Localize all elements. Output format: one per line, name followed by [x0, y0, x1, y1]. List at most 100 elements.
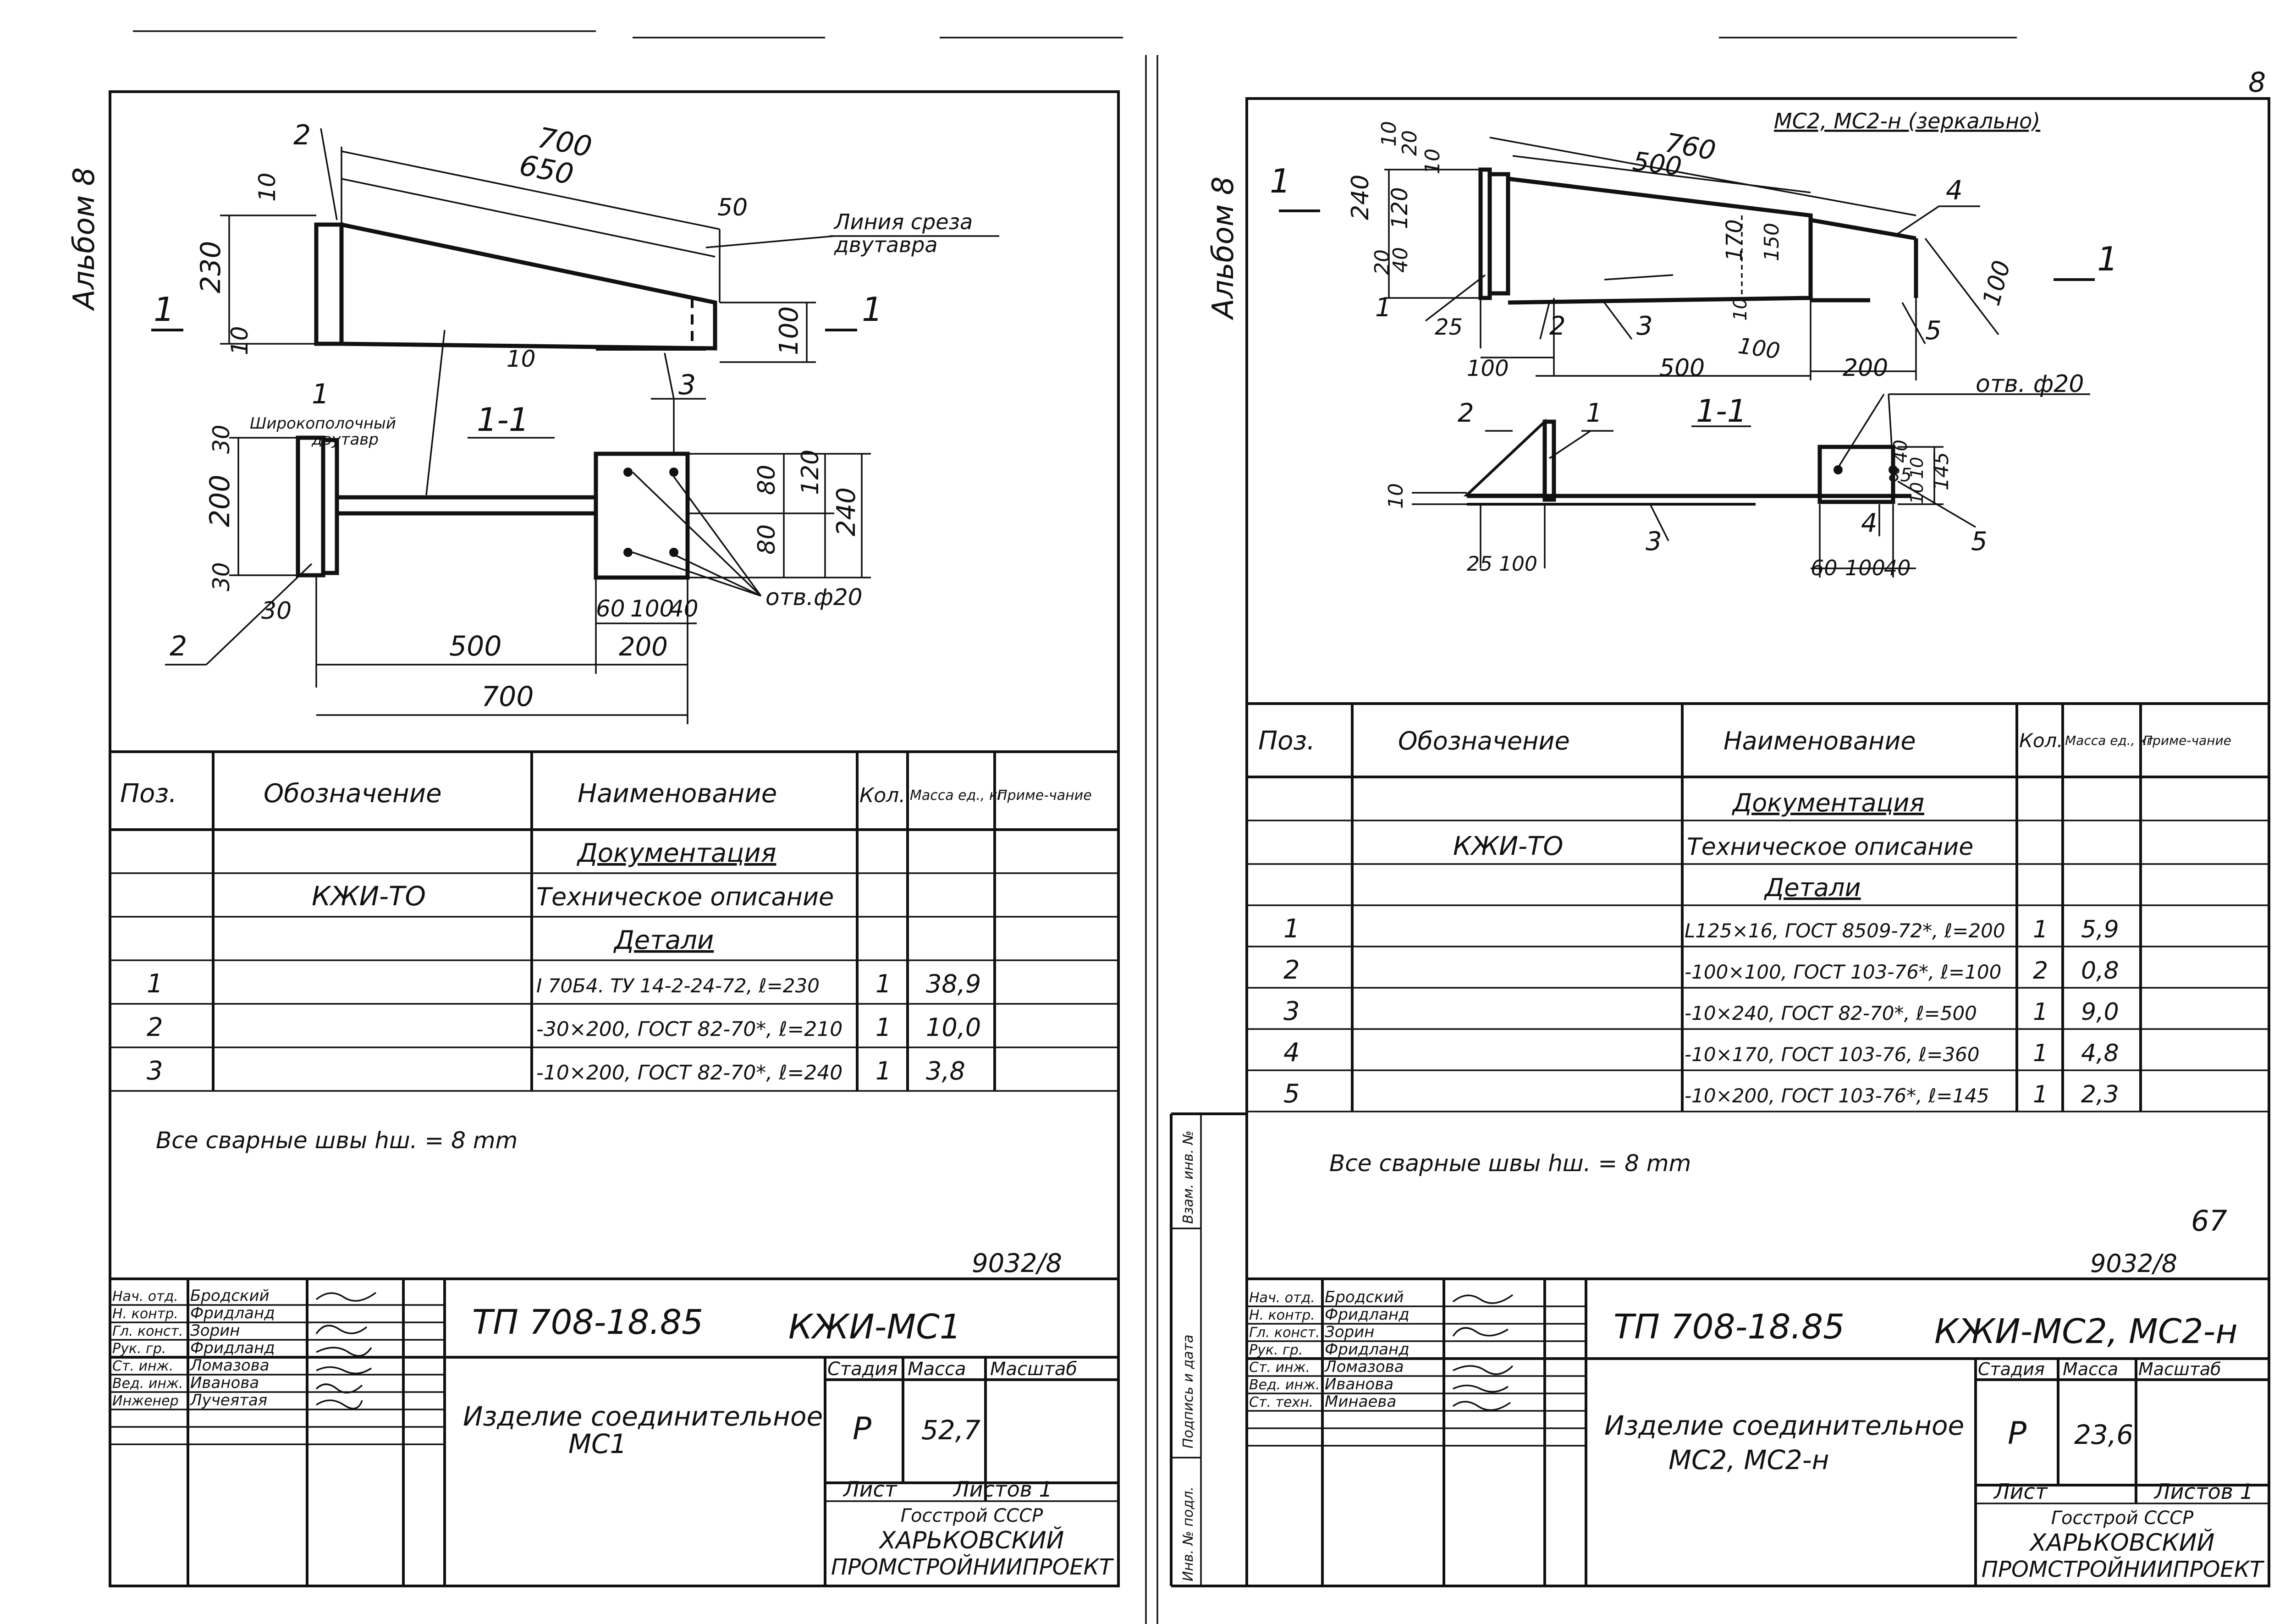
stamp-role: Ст. инж.	[1249, 1360, 1310, 1376]
table-cell-qty: 1	[875, 969, 891, 998]
right-dim-10-a: 10	[1377, 121, 1401, 147]
table-header-name: Наименование	[1723, 727, 1916, 755]
signature	[1453, 1384, 1509, 1393]
angle-1-section	[1542, 419, 1556, 502]
table-cell-mass: 4,8	[2081, 1040, 2119, 1067]
table-cell-pos: 3	[147, 1056, 163, 1086]
stamp-role: Инженер	[112, 1393, 179, 1409]
table-cell-mass: 5,9	[2081, 916, 2119, 943]
table-cell-name: -30×200, ГОСТ 82-70*, ℓ=210	[536, 1018, 842, 1041]
left-dim-120: 120	[797, 450, 824, 495]
left-cut-mark-left: 1	[154, 290, 175, 329]
table-header-note: Приме-чание	[997, 787, 1092, 804]
right-dim-500-bottom: 500	[1659, 354, 1705, 382]
left-dim-60: 60	[596, 595, 625, 622]
left-dim-30-bottom: 30	[208, 562, 235, 591]
right-drawing-title: МС2, МС2-н (зеркально)	[1774, 109, 2040, 133]
left-dim-30-top: 30	[208, 424, 235, 454]
right-mark-2: 2	[1549, 311, 1566, 341]
table-header-designation: Обозначение	[1398, 727, 1570, 755]
left-org-line2: ХАРЬКОВСКИЙ	[878, 1526, 1064, 1554]
beam-trapezoid	[341, 222, 717, 351]
table-cell-name: -10×170, ГОСТ 103-76, ℓ=360	[1685, 1043, 1980, 1066]
left-stage-label: Стадия	[827, 1359, 897, 1380]
right-mark-5: 5	[1925, 316, 1942, 346]
right-mark-5-section: 5	[1971, 527, 1988, 556]
stamp-person: Бродский	[1325, 1288, 1404, 1306]
right-mark-4: 4	[1946, 175, 1963, 206]
left-section-view	[165, 398, 871, 724]
signature	[1452, 1294, 1514, 1304]
left-stage-value: Р	[853, 1411, 871, 1447]
right-org-line1: Госстрой СССР	[2051, 1508, 2194, 1529]
table-cell-mass: 3,8	[926, 1057, 965, 1085]
left-stamp-roles: Нач. отд. Бродский Н. контр. Фридланд Гл…	[112, 1287, 377, 1409]
section-flange	[321, 438, 339, 575]
table-header-pos: Поз.	[120, 779, 177, 809]
left-dim-10-right: 10	[507, 346, 536, 372]
left-dim-40: 40	[669, 595, 699, 622]
top-edge-marks	[110, 30, 2017, 1624]
right-dim-25-s: 25	[1467, 552, 1492, 576]
gusset-2-section	[1463, 418, 1546, 496]
table-cell-qty: 1	[2033, 1081, 2048, 1108]
stamp-person: Ломазова	[1324, 1358, 1404, 1376]
table-header-mass: Масса ед., кг	[910, 787, 1005, 804]
right-cut-mark-right: 1	[2097, 240, 2118, 278]
left-spec-table: Поз. Обозначение Наименование Кол. Масса…	[120, 779, 1092, 1086]
signature	[1453, 1365, 1514, 1375]
right-mark-1-section: 1	[1586, 398, 1602, 428]
left-dim-230: 230	[195, 241, 227, 293]
table-header-name: Наименование	[578, 779, 777, 809]
stamp-role: Ст. инж.	[112, 1358, 173, 1374]
left-weld-note: Все сварные швы hш. = 8 mm	[156, 1127, 518, 1154]
right-sheet-code: КЖИ-МС2, МС2-н	[1934, 1312, 2238, 1351]
left-mark-3: 3	[678, 369, 696, 401]
left-scale-label: Масштаб	[990, 1359, 1077, 1380]
table-cell-mass: 2,3	[2081, 1081, 2119, 1108]
right-sheets-label: Листов 1	[2153, 1479, 2253, 1504]
table-cell-qty: 1	[2033, 916, 2048, 943]
stamp-person: Лучеятая	[189, 1391, 267, 1409]
right-mark-1: 1	[1375, 293, 1392, 323]
left-dim-200-b: 200	[619, 632, 668, 662]
right-dim-145: 145	[1930, 452, 1953, 490]
right-dim-10-b: 10	[1421, 149, 1444, 174]
left-mark-2-plan: 2	[293, 119, 311, 151]
left-note-beam-2: двутавр	[311, 430, 379, 449]
right-mass-value: 23,6	[2074, 1419, 2133, 1450]
left-section-label: 1-1	[477, 401, 529, 439]
left-sheet-code: КЖИ-МС1	[788, 1307, 961, 1347]
table-cell-pos: 3	[1283, 996, 1300, 1026]
left-sheet-label: Лист	[842, 1477, 897, 1502]
stamp-person: Бродский	[190, 1287, 270, 1305]
right-dim-25: 25	[1435, 314, 1463, 340]
right-spec-table: Поз. Обозначение Наименование Кол. Масса…	[1258, 726, 2231, 1109]
table-cell-name: -10×240, ГОСТ 82-70*, ℓ=500	[1685, 1002, 1977, 1024]
left-org-line3: ПРОМСТРОЙНИИПРОЕКТ	[831, 1554, 1114, 1580]
right-dim-10-s2: 10	[1907, 482, 1927, 504]
table-cell-pos: 1	[147, 969, 163, 999]
stamp-person: Ломазова	[189, 1356, 270, 1375]
left-dim-50: 50	[717, 194, 748, 221]
table-cell-pos: 5	[1283, 1079, 1300, 1109]
table-cell-mass: 38,9	[926, 969, 981, 998]
right-plan-view	[1279, 137, 2095, 380]
stamp-role: Нач. отд.	[1249, 1290, 1315, 1306]
right-mark-2-section: 2	[1458, 398, 1474, 428]
stamp-role: Нач. отд.	[112, 1288, 178, 1305]
table-cell-mass: 0,8	[2081, 957, 2119, 985]
right-title-line2: МС2, МС2-н	[1668, 1444, 1829, 1475]
right-page-number: 67	[2191, 1204, 2227, 1238]
right-mass-label: Масса	[2063, 1359, 2118, 1379]
right-dim-20-b: 20	[1371, 249, 1394, 275]
right-spec-table-grid	[1247, 702, 2269, 1280]
left-project-code: ТП 708-18.85	[472, 1303, 703, 1342]
right-mark-4-section: 4	[1861, 508, 1878, 538]
left-dim-80-a: 80	[753, 465, 781, 495]
sheet-left: Альбом 8 2 700	[67, 90, 1120, 1587]
right-section-label: 1-1	[1696, 393, 1747, 429]
left-doc-number: 9032/8	[972, 1249, 1062, 1278]
left-note-cut-line-1: Линия среза	[833, 209, 973, 234]
right-dim-40-s2: 40	[1884, 556, 1911, 580]
